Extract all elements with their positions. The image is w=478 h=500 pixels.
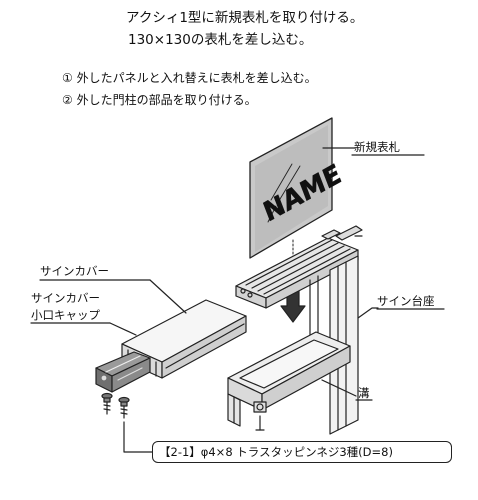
screw-icon xyxy=(101,392,130,419)
leader-sign-cover xyxy=(149,279,187,314)
instruction-title-line-2: 130×130の表札を差し込む。 xyxy=(128,32,313,48)
sign-cover-end-cap xyxy=(95,351,151,393)
leader-sign-base xyxy=(357,307,379,319)
label-new-nameplate: 新規表札 xyxy=(354,140,400,154)
sign-base xyxy=(227,225,363,435)
step-1-text: ① 外したパネルと入れ替えに表札を差し込む。 xyxy=(62,71,317,85)
label-sign-cover-cap-line-2: 小口キャップ xyxy=(31,308,100,322)
new-nameplate: NAME xyxy=(249,117,346,259)
step-2-text: ② 外した門柱の部品を取り付ける。 xyxy=(62,93,257,107)
screw-spec-box: 【2-1】φ4×8 トラスタッピンネジ3種(D=8) xyxy=(152,441,452,463)
label-sign-cover: サインカバー xyxy=(40,264,109,278)
instruction-title-line-1: アクシィ1型に新規表札を取り付ける。 xyxy=(126,10,364,26)
leader-groove xyxy=(321,379,357,397)
leader-screw xyxy=(123,421,153,453)
label-sign-base: サイン台座 xyxy=(377,294,435,308)
label-sign-cover-cap-line-1: サインカバー xyxy=(31,291,100,305)
label-groove: 溝 xyxy=(358,386,370,400)
leader-end-cap xyxy=(109,322,137,336)
